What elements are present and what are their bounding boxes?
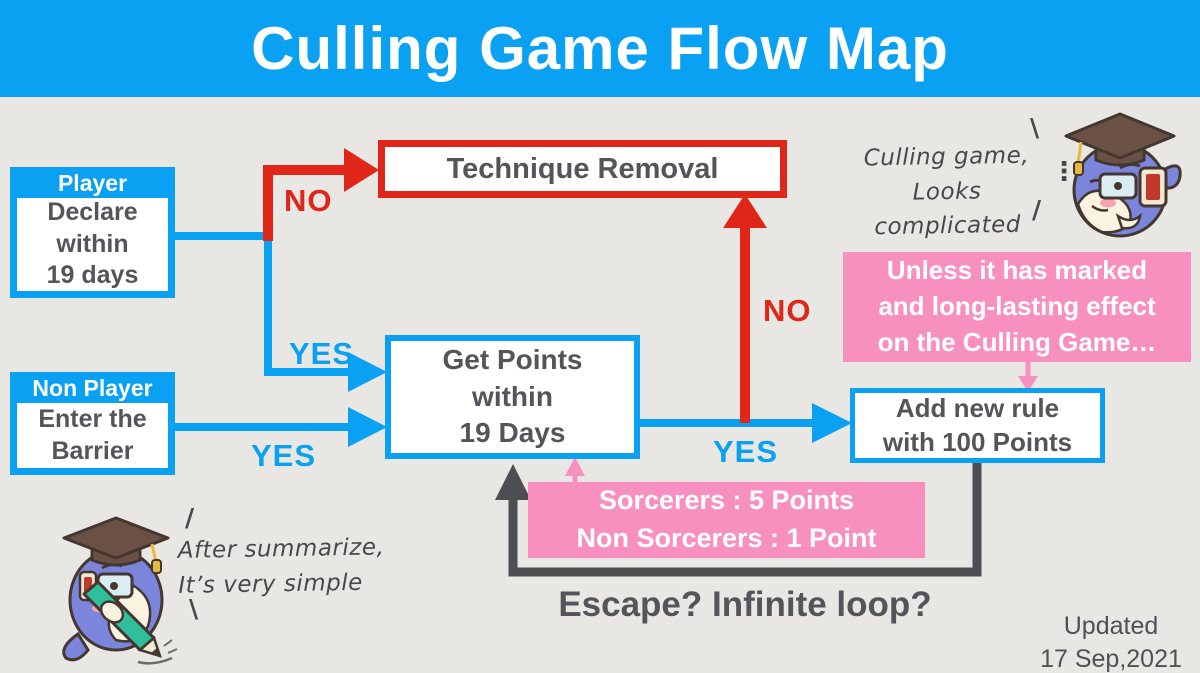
dolphin-professor-thinking-illustration: [1064, 112, 1182, 238]
label-yes-barrier: YES: [251, 438, 317, 473]
updated-date-line2: 17 Sep,2021: [1040, 644, 1182, 673]
cap-tassel: [151, 559, 162, 574]
speech-mark-top-right-dots: ⋮: [1051, 157, 1077, 187]
node-add-new-rule: Add new rule with 100 Points: [850, 388, 1105, 463]
arrowhead-yes-barrier: [348, 407, 387, 447]
arrowhead-points-note: [565, 457, 585, 476]
speech-mark-bottom-left-upper: /: [185, 503, 195, 532]
dolphin-professor-writing-illustration: [62, 516, 178, 665]
dolphin-mouth: [1091, 204, 1109, 212]
node-technique-removal: Technique Removal: [378, 140, 787, 198]
dolphin-eye: [1114, 182, 1122, 190]
arrowhead-no-up: [723, 194, 767, 228]
note-unless-marked-effect: Unless it has marked and long-lasting ef…: [843, 252, 1191, 362]
graduation-cap-board: [1064, 112, 1176, 160]
dolphin-eye: [110, 582, 118, 590]
label-yes-rule: YES: [713, 434, 779, 469]
caption-looks-complicated: Culling game, Looks complicated: [842, 138, 1052, 245]
node-player: Player Declare within 19 days: [10, 167, 175, 298]
arrowhead-no-technique: [344, 148, 379, 192]
writing-squiggle: [137, 656, 173, 665]
arrowhead-loop: [495, 464, 531, 500]
dolphin-hand: [99, 600, 125, 624]
caption-looks-complicated-line2: Looks complicated: [874, 177, 1022, 241]
updated-date-line1: Updated: [1063, 612, 1159, 640]
caption-very-simple: After summarize, It’s very simple: [177, 530, 398, 603]
cap-tassel: [1073, 161, 1084, 176]
label-no-technique: NO: [284, 183, 333, 218]
node-get-points: Get Points within 19 Days: [385, 335, 640, 459]
node-non-player-text: Enter the Barrier: [17, 403, 168, 468]
dolphin-hand: [1115, 212, 1142, 230]
motion-marks: [163, 639, 178, 654]
page-title: Culling Game Flow Map: [251, 15, 949, 82]
caption-escape-infinite-loop: Escape? Infinite loop?: [558, 585, 932, 624]
dolphin-red-book-cover: [1146, 174, 1160, 200]
speech-mark-bottom-left-lower: \: [189, 594, 199, 623]
dolphin-tail-fin: [62, 631, 90, 662]
title-bar: Culling Game Flow Map: [0, 0, 1200, 97]
caption-very-simple-line2: It’s very simple: [178, 569, 363, 599]
dolphin-blush: [1100, 198, 1116, 208]
pencil-lead: [151, 648, 160, 656]
label-no-rule: NO: [763, 293, 812, 328]
graduation-cap-board: [62, 516, 170, 560]
node-non-player: Non Player Enter the Barrier: [10, 372, 175, 475]
arrowhead-yes-rule: [812, 403, 852, 443]
node-player-text: Declare within 19 days: [17, 198, 168, 291]
node-non-player-tag: Non Player: [32, 375, 153, 401]
cap-tassel-cord: [1076, 141, 1083, 165]
note-point-values: Sorcerers : 5 Points Non Sorcerers : 1 P…: [528, 482, 925, 558]
caption-looks-complicated-line1: Culling game,: [863, 142, 1030, 172]
caption-very-simple-line1: After summarize,: [177, 534, 385, 564]
speech-mark-top-right-upper: \: [1030, 113, 1040, 142]
speech-mark-top-right-lower: /: [1032, 195, 1042, 224]
updated-date: Updated 17 Sep,2021: [1032, 610, 1190, 673]
node-player-tag: Player: [57, 170, 128, 196]
label-yes-declare: YES: [289, 336, 355, 371]
